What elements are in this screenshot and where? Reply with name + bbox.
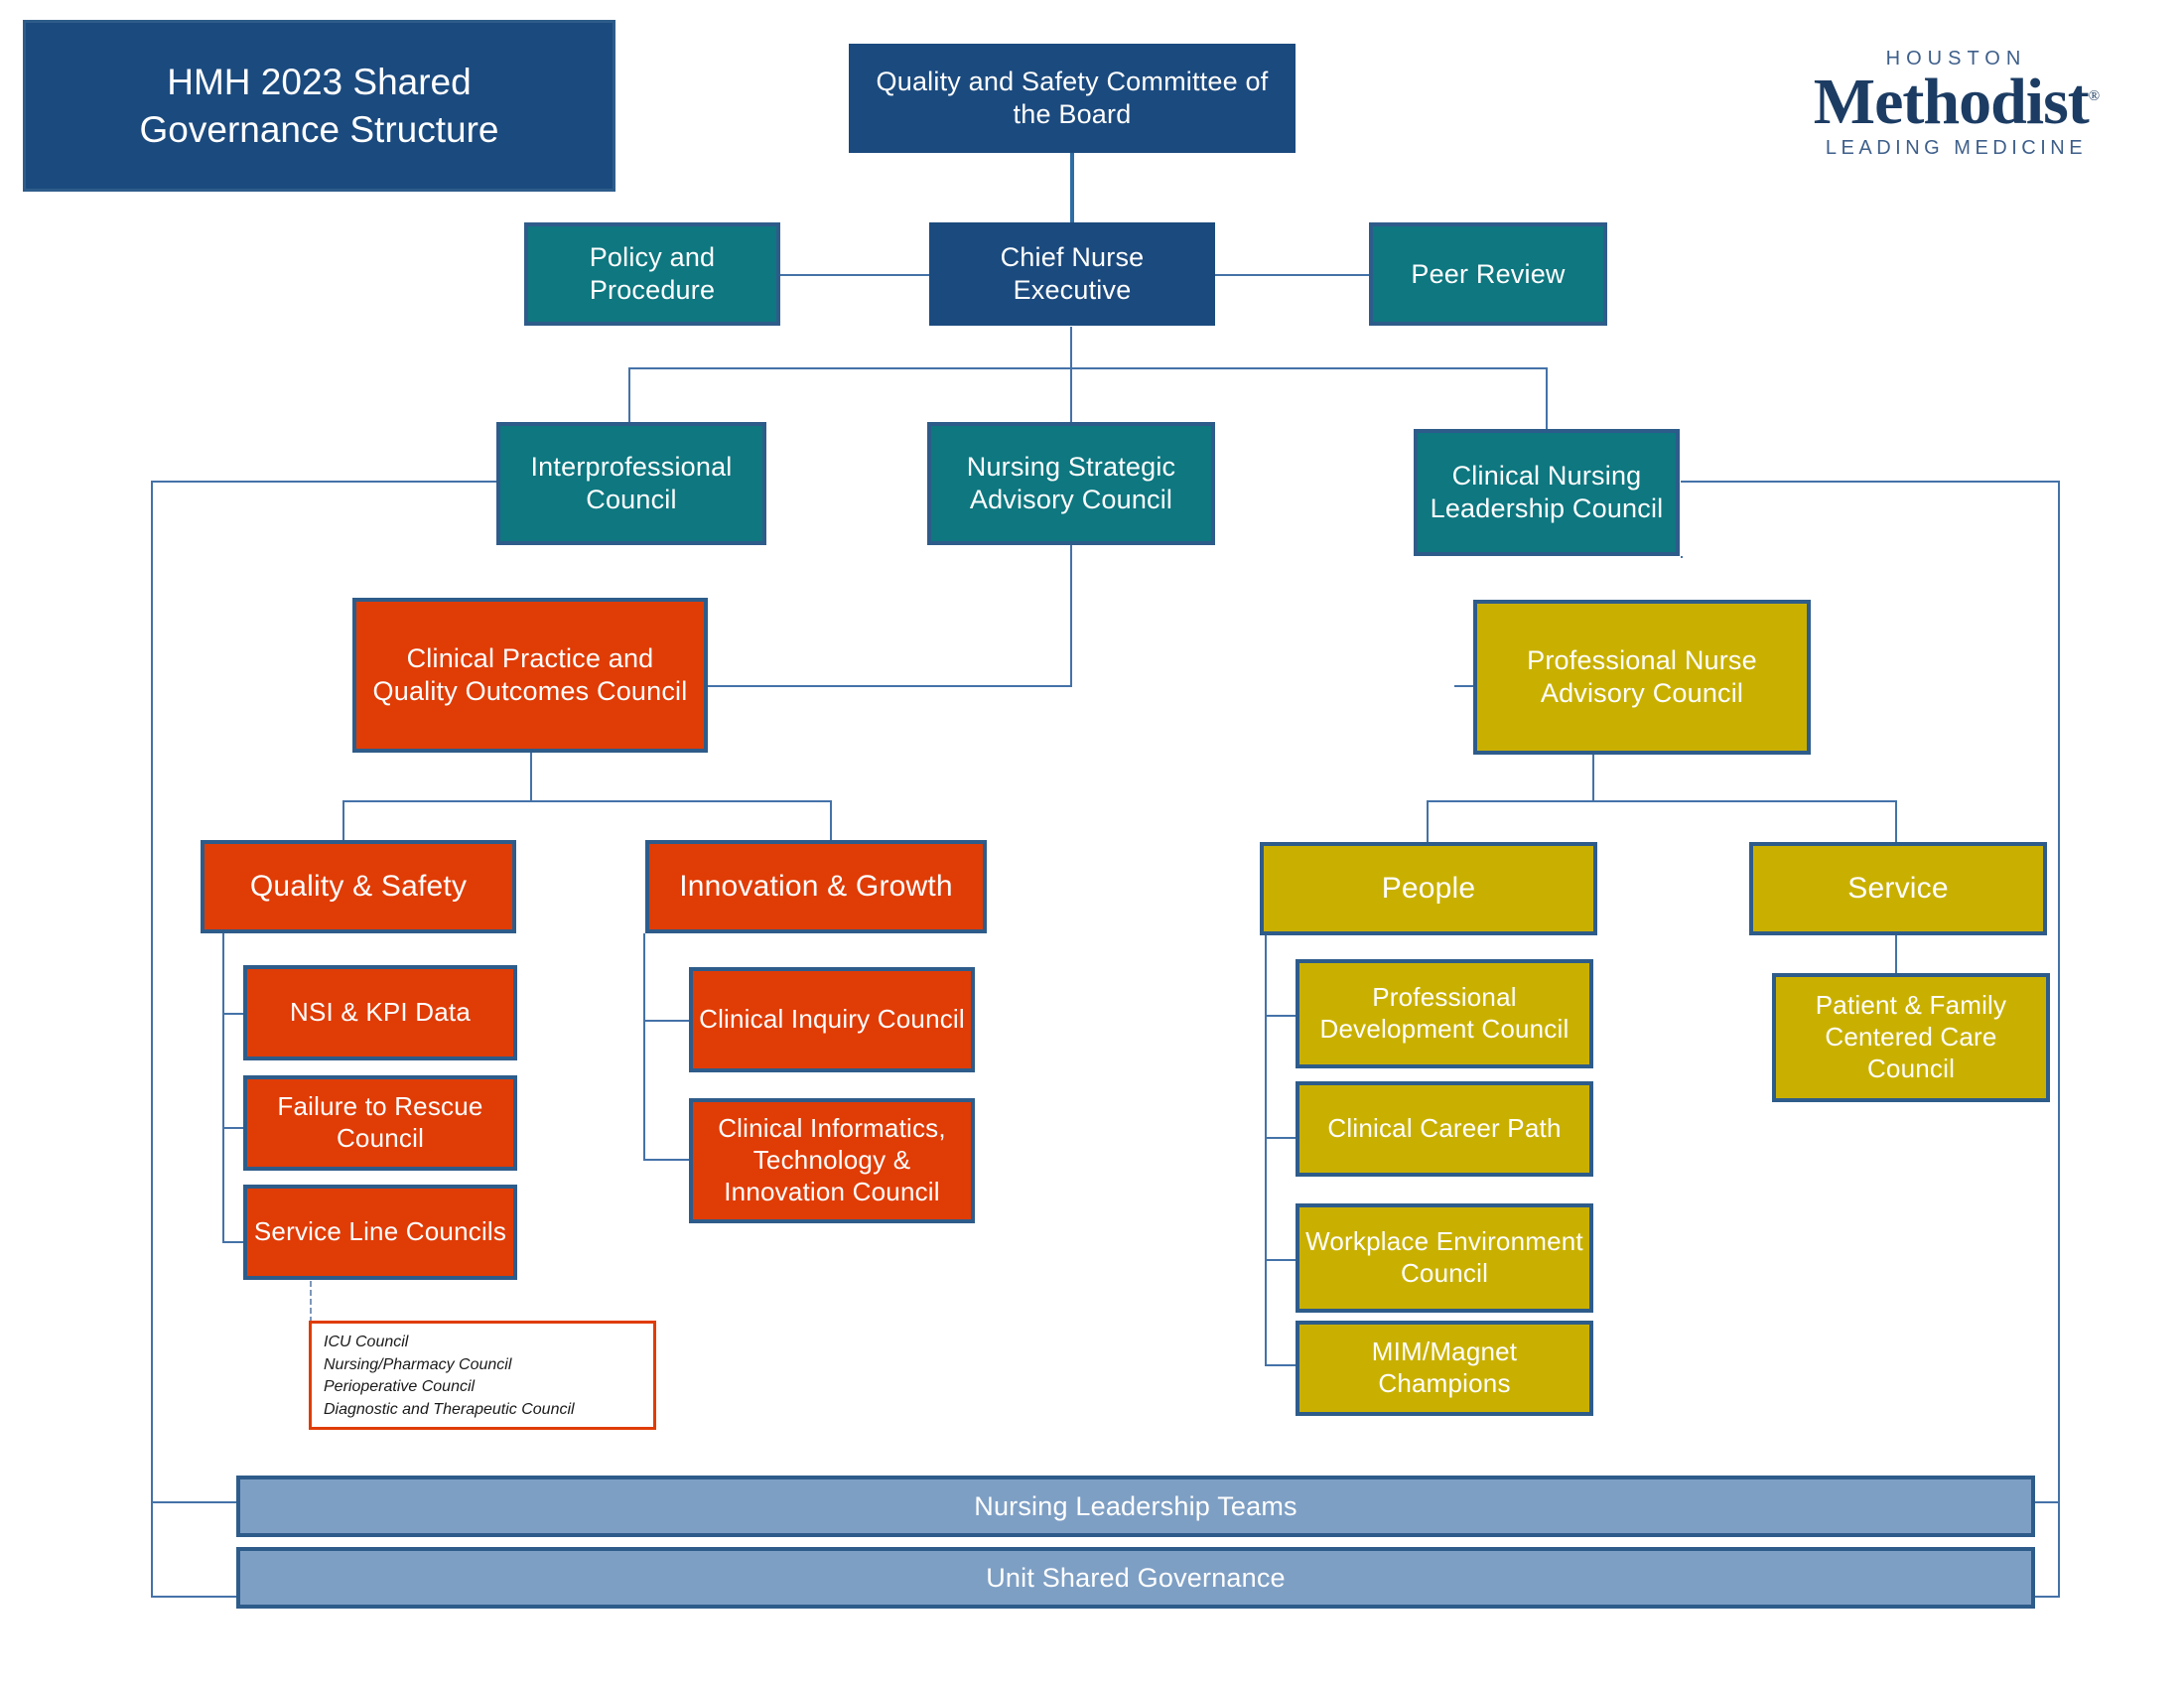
connector-rail-to-clinical-informatics (643, 1159, 690, 1161)
page-title-line2: Governance Structure (139, 108, 499, 150)
connector-bus-to-people (1427, 800, 1429, 842)
connector-frame-right-vertical (2058, 481, 2060, 1598)
node-quality-safety-committee-board[interactable]: Quality and Safety Committee of the Boar… (849, 44, 1296, 153)
connector-bus-to-cnlc (1546, 367, 1548, 429)
connector-service-to-patient-family (1895, 931, 1897, 973)
list-item: ICU Council (324, 1334, 409, 1350)
connector-rail-to-failure-rescue (222, 1127, 246, 1129)
page-title-line1: HMH 2023 Shared (167, 62, 472, 103)
connector-cne-down (1070, 327, 1072, 368)
connector-rail-to-clinical-career-path (1265, 1137, 1298, 1139)
list-item: Perioperative Council (324, 1378, 476, 1396)
connector-frame-left-to-nlt (151, 1501, 236, 1503)
connector-bus-to-innovation-growth (830, 800, 832, 840)
node-peer-review[interactable]: Peer Review (1369, 222, 1607, 326)
connector-rail-to-professional-development (1265, 1015, 1298, 1017)
node-nursing-strategic-advisory-council[interactable]: Nursing Strategic Advisory Council (927, 422, 1215, 545)
node-failure-to-rescue-council[interactable]: Failure to Rescue Council (243, 1075, 517, 1171)
registered-trademark-icon: ® (2088, 87, 2100, 104)
connector-rail-to-mim-magnet (1265, 1364, 1298, 1366)
connector-innovation-growth-rail (643, 933, 645, 1160)
node-clinical-practice-quality-outcomes-council[interactable]: Clinical Practice and Quality Outcomes C… (352, 598, 708, 753)
connector-cne-to-peer-review (1213, 274, 1370, 276)
node-chief-nurse-executive[interactable]: Chief Nurse Executive (929, 222, 1215, 326)
connector-people-rail (1265, 935, 1267, 1364)
node-clinical-career-path[interactable]: Clinical Career Path (1296, 1081, 1593, 1177)
connector-cpqoc-children-bus (342, 800, 831, 802)
connector-rail-to-workplace-environment (1265, 1259, 1298, 1261)
connector-bus-to-service (1895, 800, 1897, 842)
node-policy-and-procedure[interactable]: Policy and Procedure (524, 222, 780, 326)
logo-tagline: LEADING MEDICINE (1825, 137, 2088, 160)
connector-pnac-down (1592, 755, 1594, 802)
node-clinical-nursing-leadership-council[interactable]: Clinical Nursing Leadership Council (1414, 429, 1680, 556)
logo-houston-text: HOUSTON (1885, 47, 2027, 70)
houston-methodist-logo: HOUSTON Methodist® LEADING MEDICINE (1759, 18, 2153, 190)
connector-bus-to-nsac (1070, 367, 1072, 422)
node-clinical-inquiry-council[interactable]: Clinical Inquiry Council (689, 967, 975, 1072)
node-workplace-environment-council[interactable]: Workplace Environment Council (1296, 1203, 1593, 1313)
logo-methodist-wordmark: Methodist® (1813, 65, 2100, 138)
connector-quality-safety-rail (222, 933, 224, 1243)
connector-frame-left-to-usg (151, 1596, 236, 1598)
connector-frame-top-left (151, 481, 508, 483)
node-people[interactable]: People (1260, 842, 1597, 935)
connector-cnlc-spacer (1681, 556, 1683, 558)
connector-frame-left-vertical (151, 481, 153, 1598)
node-unit-shared-governance[interactable]: Unit Shared Governance (236, 1547, 2035, 1609)
connector-rail-to-clinical-inquiry (643, 1020, 690, 1022)
connector-rail-to-nsi-kpi (222, 1013, 246, 1015)
node-innovation-and-growth[interactable]: Innovation & Growth (645, 840, 987, 933)
node-service[interactable]: Service (1749, 842, 2047, 935)
service-line-councils-list: ICU Council Nursing/Pharmacy Council Per… (309, 1321, 656, 1430)
connector-council-bus (628, 367, 1548, 369)
connector-pnac-children-bus (1427, 800, 1897, 802)
connector-pnac-left-in (1454, 685, 1474, 687)
connector-frame-top-right (1681, 481, 2060, 483)
node-interprofessional-council[interactable]: Interprofessional Council (496, 422, 766, 545)
node-clinical-informatics-technology-innovation-council[interactable]: Clinical Informatics, Technology & Innov… (689, 1098, 975, 1223)
connector-nsac-down (1070, 545, 1072, 687)
node-nursing-leadership-teams[interactable]: Nursing Leadership Teams (236, 1476, 2035, 1537)
connector-bus-to-interprofessional (628, 367, 630, 422)
node-mim-magnet-champions[interactable]: MIM/Magnet Champions (1296, 1321, 1593, 1416)
connector-board-to-cne (1070, 152, 1074, 223)
connector-nsac-to-cpqoc (707, 685, 1072, 687)
node-professional-development-council[interactable]: Professional Development Council (1296, 959, 1593, 1068)
node-nsi-kpi-data[interactable]: NSI & KPI Data (243, 965, 517, 1060)
node-quality-and-safety[interactable]: Quality & Safety (201, 840, 516, 933)
node-professional-nurse-advisory-council[interactable]: Professional Nurse Advisory Council (1473, 600, 1811, 755)
connector-bus-to-quality-safety (342, 800, 344, 840)
list-item: Diagnostic and Therapeutic Council (324, 1401, 575, 1419)
page-title: HMH 2023 Shared Governance Structure (23, 20, 615, 192)
list-item: Nursing/Pharmacy Council (324, 1355, 512, 1373)
connector-service-line-to-list (310, 1281, 312, 1323)
node-patient-family-centered-care-council[interactable]: Patient & Family Centered Care Council (1772, 973, 2050, 1102)
connector-cpqoc-down (530, 753, 532, 802)
connector-rail-to-service-line (222, 1241, 246, 1243)
connector-policy-to-cne (778, 274, 929, 276)
node-service-line-councils[interactable]: Service Line Councils (243, 1185, 517, 1280)
